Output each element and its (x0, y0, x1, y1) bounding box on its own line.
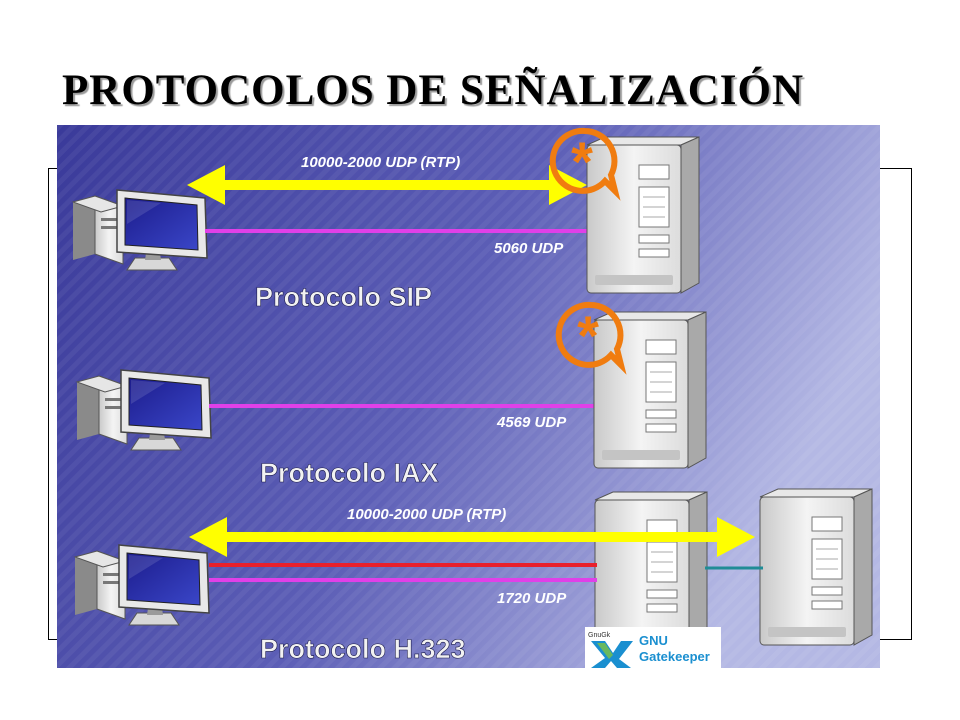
gatekeeper-logo-line1: GNU (639, 633, 668, 648)
h323-protocol-label: Protocolo H.323 (260, 634, 466, 664)
sip-signal-label: 5060 UDP (494, 240, 564, 257)
h323-section: 10000-2000 UDP (RTP) 1720 UDP Protocolo … (74, 488, 873, 668)
gatekeeper-logo-line2: Gatekeeper (639, 649, 710, 664)
iax-protocol-label: Protocolo IAX (260, 458, 439, 488)
h323-rtp-arrow (189, 517, 755, 557)
gatekeeper-server-icon (759, 488, 873, 646)
h323-rtp-label: 10000-2000 UDP (RTP) (347, 506, 506, 523)
page-title: PROTOCOLOS DE SEÑALIZACIÓN (62, 67, 805, 114)
sip-rtp-label: 10000-2000 UDP (RTP) (301, 154, 460, 171)
protocol-diagram: * 10000-2000 UDP (RTP) 5060 UDP Protocol… (57, 125, 880, 668)
gnu-gatekeeper-logo: GnuGk GNU Gatekeeper (585, 627, 721, 668)
iax-signal-label: 4569 UDP (496, 414, 567, 431)
gatekeeper-logo-small-text: GnuGk (588, 632, 611, 639)
h323-signal-label: 1720 UDP (497, 590, 567, 607)
sip-section: 10000-2000 UDP (RTP) 5060 UDP Protocolo … (72, 130, 700, 312)
gatekeeper-x-icon (591, 641, 633, 668)
sip-protocol-label: Protocolo SIP (255, 282, 432, 312)
h323-server-icon (594, 491, 708, 649)
iax-section: 4569 UDP Protocolo IAX (76, 304, 707, 488)
iax-server-icon (593, 311, 707, 469)
sip-server-icon (586, 136, 700, 294)
